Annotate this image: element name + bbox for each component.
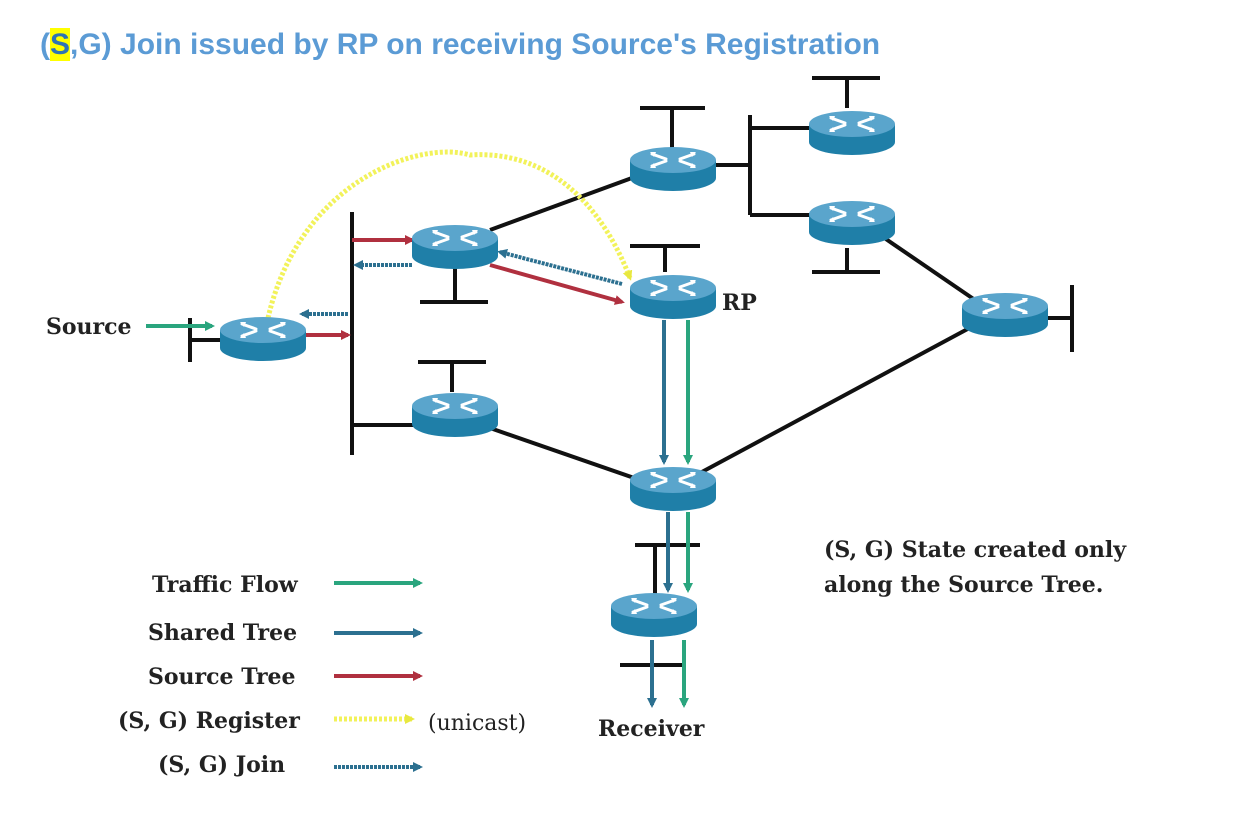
router-r7 (628, 466, 718, 513)
rp-label: RP (722, 290, 757, 316)
receiver-label: Receiver (598, 716, 705, 742)
network-links (190, 163, 977, 482)
router-r4 (410, 392, 500, 439)
legend-label-traffic-flow: Traffic Flow (152, 572, 299, 598)
link-r8-r7 (699, 323, 976, 475)
router-r8 (960, 292, 1050, 339)
join-arrow-from-rp (497, 248, 623, 286)
diagram-title: (S,G) Join issued by RP on receiving Sou… (40, 28, 880, 62)
source-label: Source (46, 314, 132, 340)
title-rest: ,G) Join issued by RP on receiving Sourc… (70, 28, 881, 61)
source-tree-arrow-to-rp (489, 263, 625, 305)
link-r6-r8 (878, 233, 977, 302)
flow-arrows (146, 235, 693, 708)
router-rp (628, 274, 718, 321)
router-receiver (609, 592, 699, 639)
title-highlight: S (50, 28, 71, 61)
router-r2 (410, 224, 500, 271)
legend-label-join: (S, G) Join (158, 752, 285, 778)
legend-label-register: (S, G) Register (118, 708, 300, 734)
legend: Traffic Flow Shared Tree Source Tree (S,… (118, 572, 526, 778)
router-r6 (807, 200, 897, 247)
title-prefix: ( (40, 28, 50, 61)
router-source (218, 316, 308, 363)
legend-label-register-suffix: (unicast) (428, 711, 526, 736)
router-r3 (628, 146, 718, 193)
router-r5 (807, 110, 897, 157)
link-r4-r7 (489, 426, 641, 482)
register-arc (265, 149, 633, 319)
note-line-1: (S, G) State created only (824, 537, 1127, 563)
note-line-2: along the Source Tree. (824, 572, 1103, 598)
link-r2-r3 (489, 173, 641, 232)
legend-label-source-tree: Source Tree (148, 664, 296, 690)
legend-label-shared-tree: Shared Tree (148, 620, 297, 646)
